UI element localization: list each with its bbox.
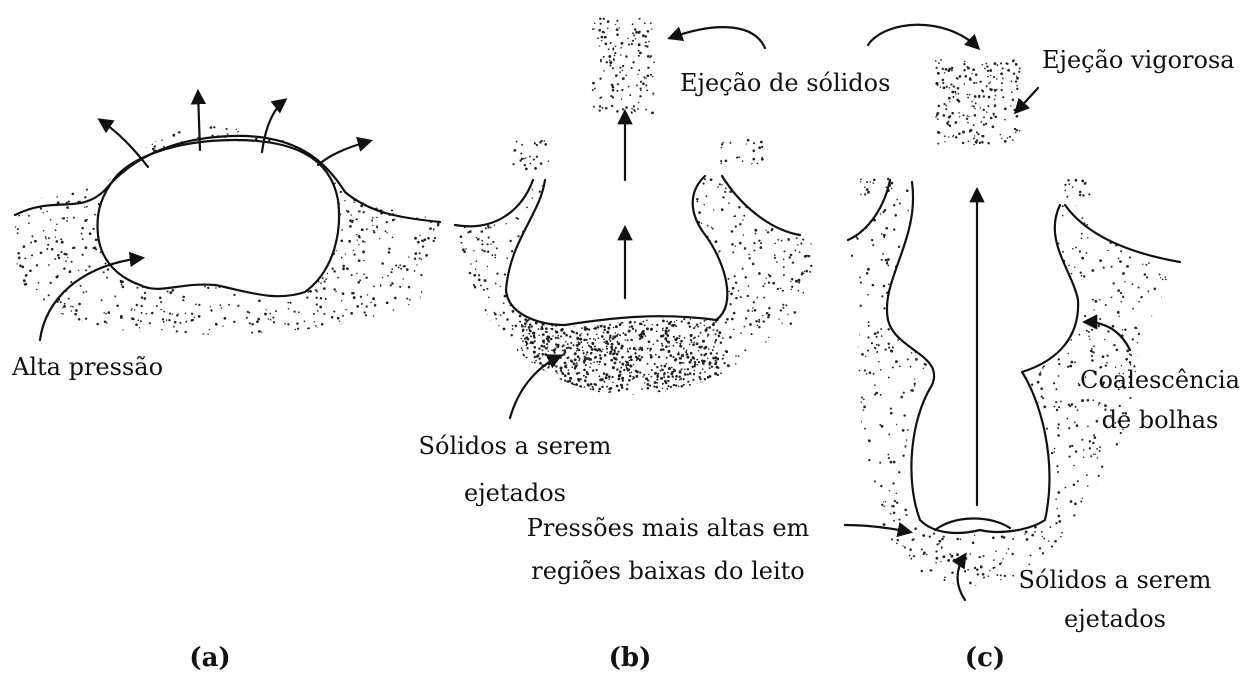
label-coalescencia-line1: Coalescência: [1060, 365, 1258, 395]
arrow-b3: [670, 27, 765, 48]
label-pressoes-line2: regiões baixas do leito: [498, 556, 838, 586]
stipple-free: [512, 18, 1090, 198]
panel-label-a: (a): [165, 643, 255, 673]
bubble-c: [887, 182, 1078, 533]
label-coalescencia-line2: de bolhas: [1060, 405, 1258, 435]
arrow-c5: [845, 525, 910, 532]
bubble-b: [506, 176, 727, 325]
arrow-c2: [868, 25, 978, 48]
label-solidos-c-line1: Sólidos a serem: [995, 565, 1235, 595]
surface-c-left: [848, 180, 890, 240]
arrow-a4: [318, 141, 370, 165]
panel-label-b: (b): [585, 643, 675, 673]
surface-b-left: [455, 180, 533, 226]
label-alta-pressao: Alta pressão: [12, 352, 163, 382]
label-solidos-c-line2: ejetados: [995, 604, 1235, 634]
arrow-c3: [1016, 88, 1038, 112]
label-solidos-b-line1: Sólidos a serem: [395, 431, 635, 461]
surface-b-right: [722, 176, 800, 235]
label-solidos-b-line2: ejetados: [395, 478, 635, 508]
arrow-c6: [958, 555, 966, 600]
label-ejecao-solidos: Ejeção de sólidos: [680, 68, 890, 98]
label-ejecao-vigorosa: Ejeção vigorosa: [1042, 45, 1235, 75]
label-pressoes-line1: Pressões mais altas em: [498, 513, 838, 543]
panel-label-c: (c): [940, 643, 1030, 673]
